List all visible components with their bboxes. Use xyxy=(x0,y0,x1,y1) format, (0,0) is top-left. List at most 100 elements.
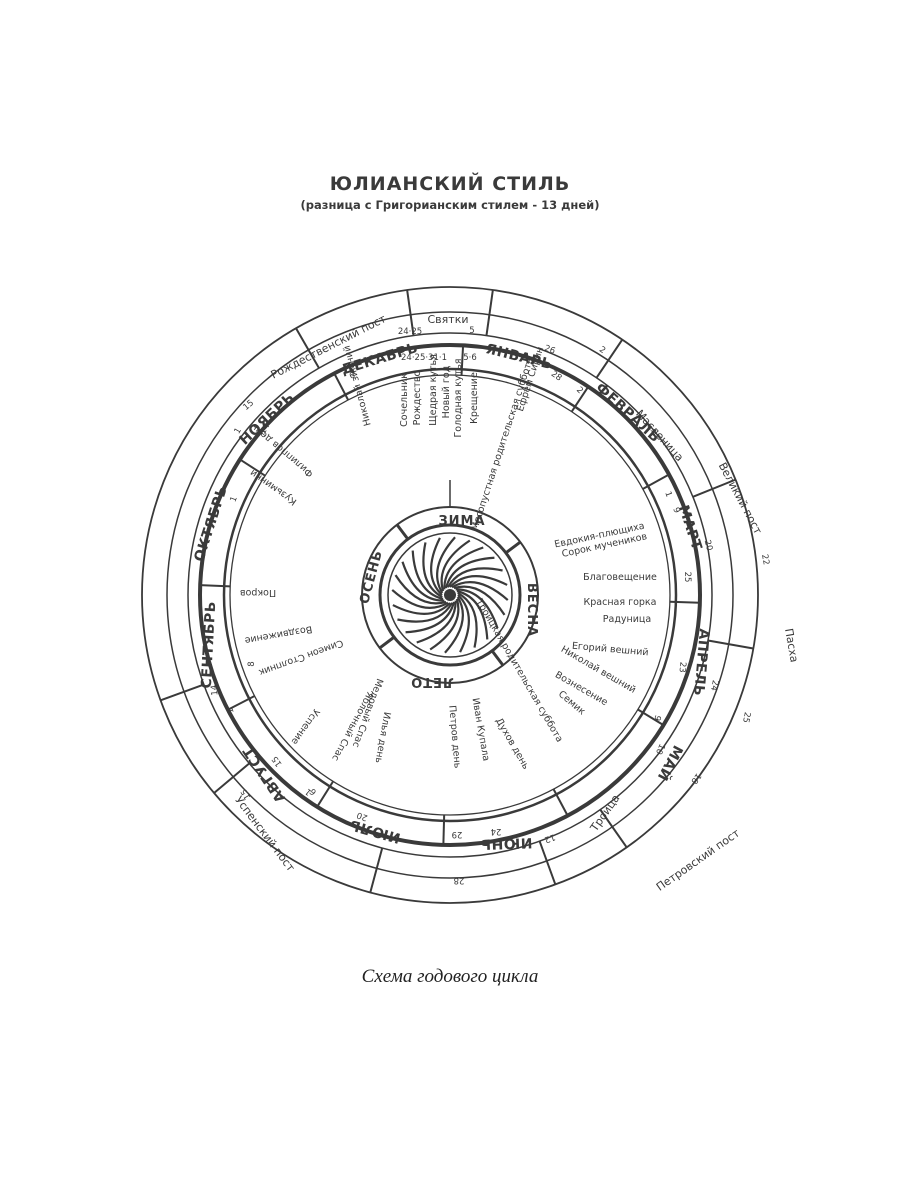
date-label-aug_28: 28 xyxy=(454,875,465,885)
swirl-stroke xyxy=(451,581,509,601)
period-divider-8 xyxy=(213,762,250,794)
inner-ring xyxy=(229,374,671,816)
date-label-jun_24: 24 xyxy=(491,826,502,836)
month-divider-2 xyxy=(642,473,670,490)
date-label-sep_1: 1 xyxy=(225,706,236,715)
date-label-mar_22: 22 xyxy=(759,553,771,565)
swirl-stroke xyxy=(436,536,456,594)
month-dividers xyxy=(200,345,700,845)
month-label-april: АПРЕЛЬ xyxy=(690,628,712,697)
period-divider-10 xyxy=(295,327,320,369)
holiday-label: Илья день xyxy=(372,711,392,764)
period-divider-9 xyxy=(160,683,205,702)
period-dividers xyxy=(160,289,754,893)
holiday-label: Щедрая кутья xyxy=(428,354,439,426)
month-divider-9 xyxy=(200,584,231,588)
center-disc xyxy=(387,532,513,658)
date-label-aug_15b: 15 xyxy=(239,787,253,801)
date-label-aug_6: 6 xyxy=(308,786,319,797)
date-label-sep_8: 8 xyxy=(247,661,257,666)
swirl-stroke xyxy=(394,574,447,605)
swirl-stroke xyxy=(457,594,470,653)
period-divider-0 xyxy=(406,289,415,336)
period-divider-7 xyxy=(369,847,384,893)
holiday-label: Воздвижение xyxy=(244,623,313,646)
date-label-mar_25: 25 xyxy=(682,572,692,583)
period-great-lent: Великий пост xyxy=(716,460,765,537)
date-label-dec_6: 6 xyxy=(348,370,357,381)
date-label-aug_15: 15 xyxy=(270,754,284,769)
swirl-stroke xyxy=(397,602,454,623)
date-label-jan_26: 26 xyxy=(543,344,557,357)
date-label-svyatki_end: 5 xyxy=(469,326,474,336)
date-label-mar_9: 9 xyxy=(670,506,681,515)
swirl-stroke xyxy=(453,585,506,616)
date-label-sep_14: 14 xyxy=(210,684,221,696)
period-dormition-fast: Успенский пост xyxy=(232,794,297,875)
outer-ring-3 xyxy=(187,332,713,858)
outer-ring-2 xyxy=(166,311,734,879)
date-label-mar_20: 20 xyxy=(702,539,714,552)
holiday-label: Новый год xyxy=(441,365,452,418)
swirl-stroke xyxy=(457,591,478,648)
page-title: ЮЛИАНСКИЙ СТИЛЬ xyxy=(329,173,571,195)
season-divider-0 xyxy=(395,523,410,540)
month-divider-11 xyxy=(333,372,350,401)
outer-ring-1 xyxy=(141,286,759,904)
holiday-label: Петров день xyxy=(446,705,463,769)
swirl-stroke xyxy=(456,589,489,640)
swirl-stroke xyxy=(401,561,445,602)
holiday-label: Духов день xyxy=(493,716,531,771)
date-label-svyatki_start: 24·25 xyxy=(398,327,422,337)
date-label-may_10: 10 xyxy=(653,742,667,756)
month-divider-6 xyxy=(442,814,446,845)
date-label-apr_24: 24 xyxy=(708,679,720,691)
season-label-spring: ВЕСНА xyxy=(524,583,539,637)
date-label-apr_25: 25 xyxy=(740,711,752,723)
holiday-label: Голодная кутья xyxy=(453,358,464,437)
page-subtitle: (разница с Григорианским стилем - 13 дне… xyxy=(300,198,600,212)
holiday-label: Красная горка xyxy=(584,597,657,608)
season-label-winter: ЗИМА xyxy=(438,514,485,529)
swirl-stroke xyxy=(444,556,495,589)
date-label-jan: 5·6 xyxy=(463,353,477,363)
period-easter: Пасха xyxy=(782,627,801,663)
season-dividers xyxy=(378,523,522,667)
swirl-stroke xyxy=(405,601,456,634)
date-label-nov_1: 1 xyxy=(233,426,244,436)
swirl-stroke xyxy=(443,546,484,590)
month-band-outer xyxy=(198,343,702,847)
swirl-stroke xyxy=(444,596,464,654)
season-divider-1 xyxy=(505,540,522,555)
swirl-stroke xyxy=(440,539,471,592)
date-label-nov_14: 14 xyxy=(258,422,272,436)
holiday-label: Кузьминки xyxy=(248,467,299,507)
holiday-label: Троицкая родительская суббота xyxy=(473,596,565,744)
period-divider-3 xyxy=(692,478,736,498)
swirl-stroke xyxy=(455,588,499,629)
period-divider-1 xyxy=(485,289,494,336)
holiday-label: Благовещение xyxy=(583,572,657,583)
caption: Схема годового цикла xyxy=(361,966,539,987)
date-label-aug_1: 1 xyxy=(303,786,314,797)
period-divider-2 xyxy=(595,339,624,379)
swirl-stroke xyxy=(430,537,443,596)
period-divider-5 xyxy=(599,809,628,848)
season-divider-2 xyxy=(490,650,505,667)
holiday-label: Покров xyxy=(240,587,277,598)
period-peter-fast: Петровский пост xyxy=(654,826,743,893)
holiday-label: Радуница xyxy=(603,614,651,625)
swirl-stroke xyxy=(392,602,451,615)
date-label-feb_2: 2 xyxy=(597,345,607,356)
period-divider-6 xyxy=(538,840,557,885)
period-nativity-fast: Рождественский пост xyxy=(269,312,389,382)
date-label-jun_12: 12 xyxy=(543,831,557,844)
holiday-label: Успение xyxy=(289,706,322,746)
holiday-label: Рождество xyxy=(412,370,423,425)
swirl-stroke xyxy=(416,600,457,644)
holiday-label: Сочельник xyxy=(399,373,410,427)
period-divider-4 xyxy=(707,639,754,650)
